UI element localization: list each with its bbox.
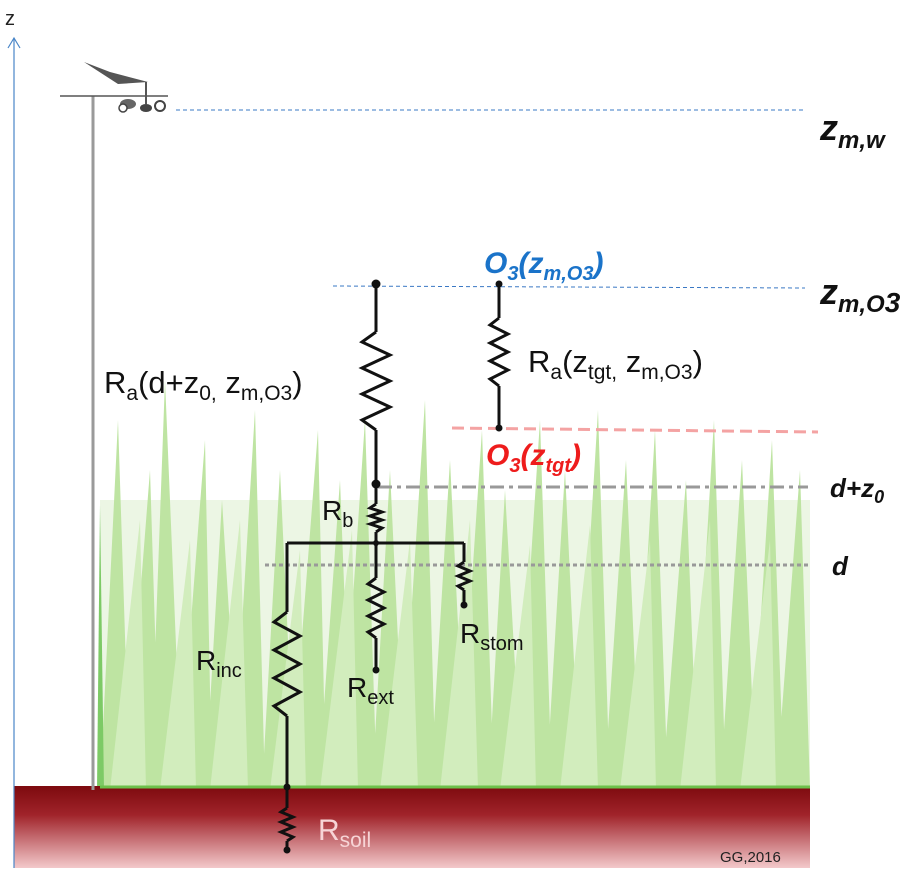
label-ra-left: Ra(d+z0, zm,O3)	[104, 365, 303, 405]
resistor-rsoil	[277, 806, 297, 843]
resistor-ra-left	[358, 330, 394, 432]
grass-canopy	[97, 380, 810, 790]
resistor-rext	[364, 576, 388, 640]
o3-target-label: O3(ztgt)	[486, 439, 581, 477]
credit-label: GG,2016	[720, 849, 781, 866]
resistor-rinc	[270, 610, 304, 718]
label-rinc: Rinc	[196, 645, 242, 682]
label-rsoil: Rsoil	[318, 814, 371, 852]
o3-measurement-label: O3(zm,O3)	[484, 247, 604, 285]
level-line-zmo3	[332, 285, 806, 289]
resistor-ra-right	[486, 316, 512, 388]
soil-layer	[14, 786, 810, 868]
level-label-d-plus-z0: d+z0	[830, 473, 884, 507]
circuit-nodes	[283, 279, 503, 854]
resistor-rb	[365, 502, 387, 534]
z-axis-arrow-icon	[7, 36, 21, 49]
label-ra-right: Ra(ztgt, zm,O3)	[528, 344, 703, 384]
level-label-zmo3: zm,O3	[819, 271, 901, 318]
anemometer-icon	[60, 62, 168, 113]
label-rstom: Rstom	[460, 618, 524, 655]
level-label-zmw: zm,w	[819, 107, 886, 154]
level-line-ztgt	[451, 426, 819, 434]
z-axis-label: z	[5, 8, 15, 30]
resistance-network	[270, 284, 512, 850]
label-rb: Rb	[322, 495, 353, 532]
level-label-d: d	[832, 551, 849, 581]
resistor-rstom	[454, 560, 474, 592]
label-rext: Rext	[347, 672, 394, 709]
